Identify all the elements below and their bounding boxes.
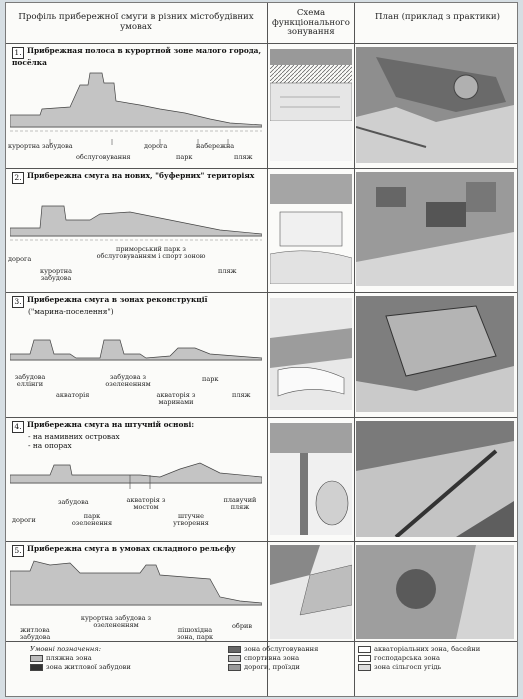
legend-item: зона житлової забудови bbox=[30, 663, 131, 671]
profile-label: акваторія з маринами bbox=[156, 391, 196, 407]
profile-label: забудова еллінги bbox=[14, 373, 46, 389]
aerial-photo bbox=[356, 545, 514, 639]
legend-item: зона обслуговування bbox=[228, 645, 318, 653]
profile-label: забудова з озелененням bbox=[105, 373, 151, 389]
profile-drawing bbox=[10, 339, 262, 361]
profile-label: курортна забудова з озелененням bbox=[80, 614, 152, 630]
profile-label: парк bbox=[202, 375, 219, 383]
zoning-scheme bbox=[270, 174, 352, 284]
profile-drawing bbox=[10, 72, 262, 145]
aerial-photo bbox=[356, 172, 514, 286]
zoning-scheme bbox=[270, 298, 352, 410]
profile-label: пляж bbox=[232, 391, 251, 399]
profile-label: пляж bbox=[218, 267, 237, 275]
profile-label: акваторія bbox=[56, 391, 90, 399]
row-number: 5. bbox=[12, 545, 24, 557]
legend-item: спортивна зона bbox=[228, 654, 299, 662]
legend-item: пляжна зона bbox=[30, 654, 92, 662]
profile-drawing bbox=[10, 462, 262, 489]
profile-label: парк озеленення bbox=[71, 512, 113, 528]
profile-label: плавучий пляж bbox=[223, 496, 257, 512]
row-title: 4.Прибережна смуга на штучній основі:- н… bbox=[12, 420, 262, 450]
profile-label: акваторія з мостом bbox=[126, 496, 166, 512]
profile-label: курортна забудова bbox=[8, 142, 73, 150]
column-divider bbox=[354, 3, 355, 696]
legend: Умовні позначення: пляжна зона зона житл… bbox=[6, 641, 517, 696]
legend-swatch bbox=[228, 645, 241, 653]
header-scheme: Схема функціонального зонування bbox=[272, 8, 350, 37]
row-title: 5.Прибережна смуга в умовах складного ре… bbox=[12, 544, 262, 557]
profile-drawing bbox=[10, 560, 262, 606]
row-number: 4. bbox=[12, 421, 24, 433]
legend-swatch bbox=[358, 654, 371, 662]
row-title: 3.Прибережна смуга в зонах реконструкції… bbox=[12, 295, 262, 317]
column-divider bbox=[267, 3, 268, 696]
profile-label: забудова bbox=[58, 498, 89, 506]
profile-label: парк bbox=[176, 153, 193, 161]
zoning-scheme bbox=[270, 545, 352, 639]
legend-swatch bbox=[358, 645, 371, 653]
profile-label: житлова забудова bbox=[19, 626, 51, 642]
row-4: 4.Прибережна смуга на штучній основі:- н… bbox=[6, 417, 517, 542]
profile-label: пішохідна зона, парк bbox=[176, 626, 214, 642]
zoning-table: Профіль прибережної смуги в різних місто… bbox=[5, 2, 518, 697]
row-1: 1.Прибрежная полоса в курортной зоне мал… bbox=[6, 43, 517, 169]
header-plan: План (приклад з практики) bbox=[375, 12, 500, 22]
row-title: 2.Прибережна смуга на нових, "буферних" … bbox=[12, 171, 262, 184]
legend-item: господарська зона bbox=[358, 654, 440, 662]
table-header: Профіль прибережної смуги в різних місто… bbox=[6, 3, 517, 44]
profile-label: обслуговування bbox=[76, 153, 131, 161]
legend-swatch bbox=[30, 654, 43, 662]
row-2: 2.Прибережна смуга на нових, "буферних" … bbox=[6, 168, 517, 293]
header-profile: Профіль прибережної смуги в різних місто… bbox=[18, 12, 254, 32]
aerial-photo bbox=[356, 296, 514, 412]
legend-item: зона сільгосп угідь bbox=[358, 663, 441, 671]
row-3: 3.Прибережна смуга в зонах реконструкції… bbox=[6, 292, 517, 418]
aerial-photo bbox=[356, 421, 514, 537]
row-title: 1.Прибрежная полоса в курортной зоне мал… bbox=[12, 46, 262, 67]
profile-label: курортна забудова bbox=[40, 267, 72, 283]
profile-label: набережна bbox=[196, 142, 235, 150]
legend-swatch bbox=[228, 663, 241, 671]
row-number: 2. bbox=[12, 172, 24, 184]
profile-label: дорога bbox=[8, 255, 32, 263]
profile-label: дорога bbox=[144, 142, 168, 150]
legend-swatch bbox=[228, 654, 241, 662]
legend-item: акваторіальних зона, басейни bbox=[358, 645, 480, 653]
profile-label: штучне утворення bbox=[173, 512, 209, 528]
legend-title: Умовні позначення: bbox=[30, 645, 101, 653]
legend-item: дороги, проїзди bbox=[228, 663, 300, 671]
row-number: 3. bbox=[12, 296, 24, 308]
profile-label: дороги bbox=[12, 516, 36, 524]
legend-swatch bbox=[358, 663, 371, 671]
aerial-photo bbox=[356, 47, 514, 163]
row-5: 5.Прибережна смуга в умовах складного ре… bbox=[6, 541, 517, 642]
profile-label: приморський парк з обслуговуванням і спо… bbox=[96, 245, 206, 261]
legend-swatch bbox=[30, 663, 43, 671]
profile-label: обрив bbox=[232, 622, 252, 630]
zoning-scheme bbox=[270, 49, 352, 161]
profile-drawing bbox=[10, 205, 262, 241]
zoning-scheme bbox=[270, 423, 352, 535]
profile-label: пляж bbox=[234, 153, 253, 161]
